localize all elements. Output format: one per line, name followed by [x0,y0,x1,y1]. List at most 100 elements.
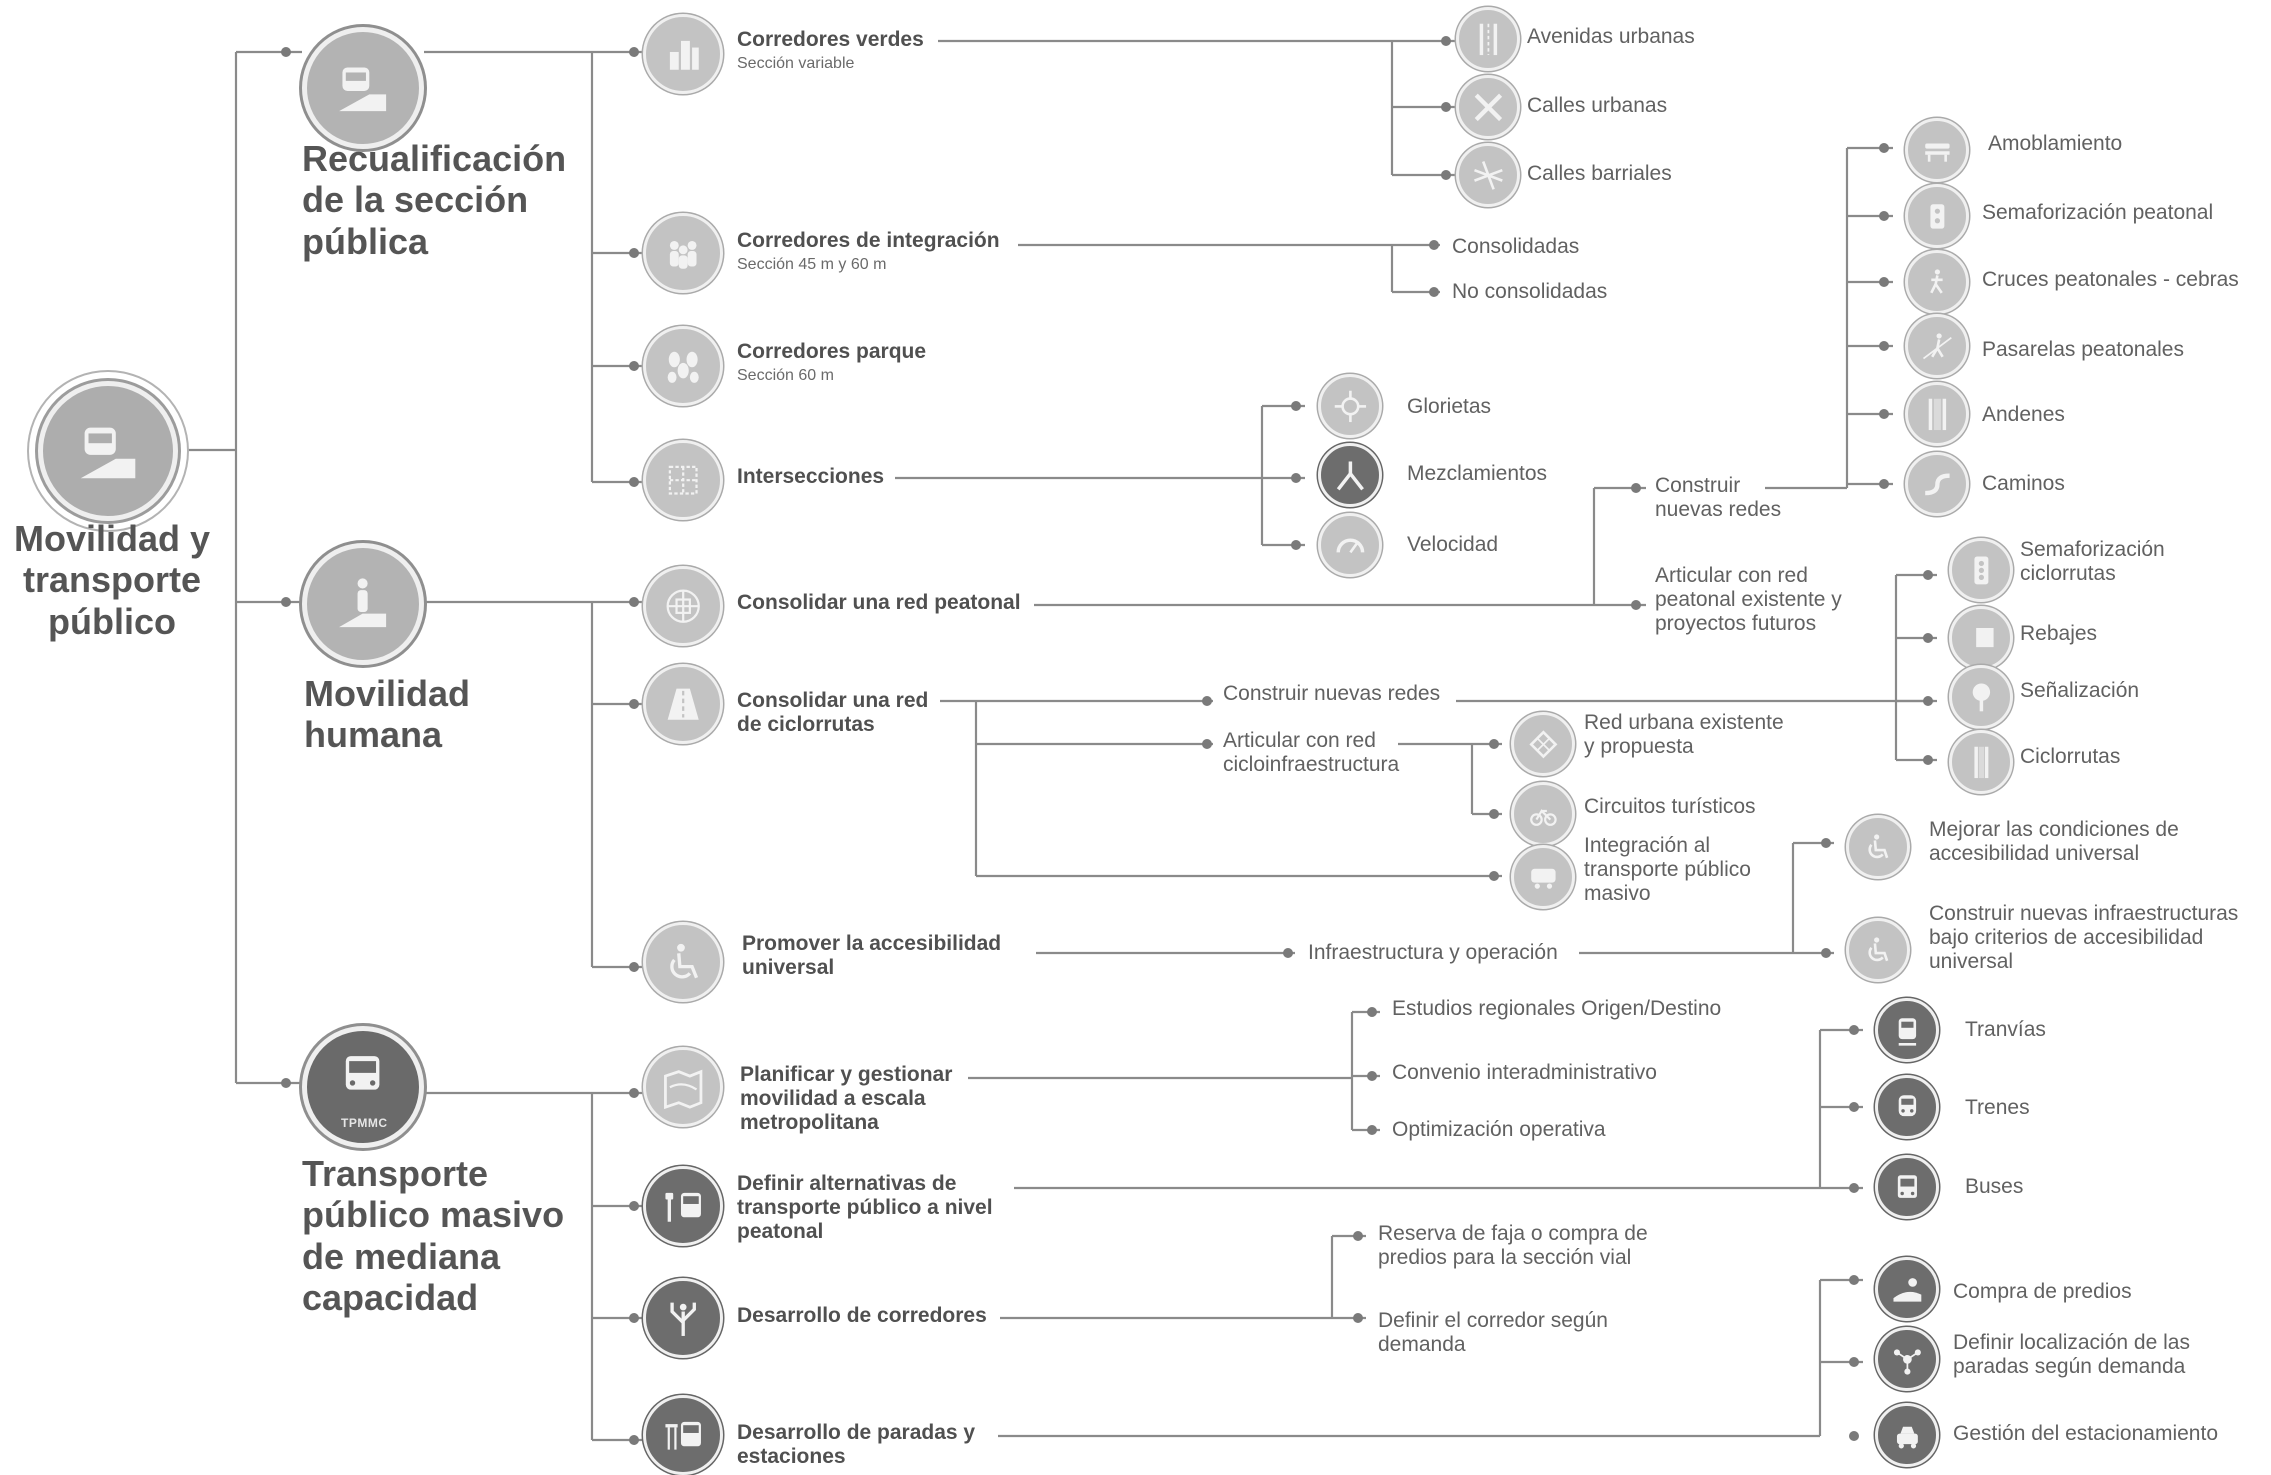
leaf-avenidas-urbanas: Avenidas urbanas [1527,25,1695,48]
bench-icon [1905,118,1969,182]
connector-dot [1631,483,1641,493]
item-corredores-parque: Corredores parque [737,340,927,363]
root-title: Movilidad y transporte público [13,518,211,642]
avenue-lanes-icon [1456,7,1520,71]
buildings-icon [643,14,723,94]
tpmmc-badge: TPMMC [341,1116,388,1130]
connector-dot [1879,479,1889,489]
merging-roads-icon [1318,443,1382,507]
connector-dot [1923,633,1933,643]
connector-dot [1923,755,1933,765]
leaf-caminos: Caminos [1982,472,2065,495]
leaf-amoblamiento: Amoblamiento [1988,132,2123,155]
leaf-andenes: Andenes [1982,403,2065,426]
leaf-consolidadas: Consolidadas [1452,235,1580,258]
connector-dot [281,1078,291,1088]
item-intersecciones: Intersecciones [737,465,885,488]
leaf-definir-corredor: Definir el corredor según demanda [1378,1309,1608,1357]
connector-dot [1849,1025,1859,1035]
leaf-estudios-regionales: Estudios regionales Origen/Destino [1392,997,1722,1020]
branch-title-recualificacion: Recualificación de la sección pública [302,138,567,262]
connector-dot [1429,240,1439,250]
connector-dot [1353,1313,1363,1323]
leaf-optimizacion: Optimización operativa [1392,1118,1606,1141]
connector-dot [629,361,639,371]
leaf-reserva-faja: Reserva de faja o compra de predios para… [1378,1222,1648,1270]
leaf-no-consolidadas: No consolidadas [1452,280,1608,303]
leaf-gestion-estacionamiento: Gestión del estacionamiento [1953,1422,2218,1445]
connector-dot [1489,739,1499,749]
connector-dot [1849,1357,1859,1367]
cycle-path-icon [1949,730,2013,794]
branching-corridor-icon [643,1278,723,1358]
connector-dot [1879,409,1889,419]
path-icon [1905,452,1969,516]
city-map-icon [643,1047,723,1127]
footbridge-icon [1905,314,1969,378]
connector-dot [1849,1431,1859,1441]
leaf-construir-infraestructuras: Construir nuevas infraestructuras bajo c… [1929,902,2239,974]
connector-dot [1283,948,1293,958]
leaf-glorietas: Glorietas [1407,395,1492,418]
crosswalk-icon [1905,250,1969,314]
bus-icon [1875,1155,1939,1219]
neighborhood-streets-icon [1456,143,1520,207]
connector-dot [1291,401,1301,411]
leaf-calles-urbanas: Calles urbanas [1527,94,1668,117]
connector-dot [629,1088,639,1098]
connector-dot [1879,277,1889,287]
connector-dot [1923,696,1933,706]
item-corredores-integracion-sub: Sección 45 m y 60 m [737,256,887,273]
train-icon [1875,1075,1939,1139]
item-alternativas: Definir alternativas de transporte públi… [737,1172,993,1244]
leaf-buses: Buses [1965,1175,2024,1198]
connector-dot [1879,341,1889,351]
connector-dot [629,1201,639,1211]
item-corredores-integracion: Corredores de integración [737,229,1000,252]
bike-signal-icon [1949,538,2013,602]
node-construir-nuevas-redes-peatonal: Construir nuevas redes [1655,474,1782,522]
connector-dot [1202,696,1212,706]
parking-icon [1875,1403,1939,1467]
branch-title-transporte-masivo: Transporte público masivo de mediana cap… [302,1153,565,1319]
leaf-mejorar-accesibilidad: Mejorar las condiciones de accesibilidad… [1929,818,2179,866]
connector-dot [1849,1275,1859,1285]
leaf-senalizacion: Señalización [2020,679,2140,702]
item-paradas: Desarrollo de paradas y estaciones [737,1421,976,1469]
connector-dot [1367,1125,1377,1135]
node-construir-nuevas-redes-ciclo: Construir nuevas redes [1223,682,1441,705]
leaf-mezclamientos: Mezclamientos [1407,462,1548,485]
accessibility-improve-icon [1846,815,1910,879]
signage-icon [1949,665,2013,729]
connector-dot [281,597,291,607]
branch-title-movilidad-humana: Movilidad humana [304,673,471,756]
pedestrian-signal-icon [1905,184,1969,248]
movilidad-humana-pedestrian-icon [302,543,424,665]
bus-stop-icon [643,1166,723,1246]
roundabout-icon [1318,374,1382,438]
connector-dot [629,699,639,709]
connector-dot [1631,600,1641,610]
leaf-red-urbana: Red urbana existente y propuesta [1584,711,1784,759]
connector-dot [1879,211,1889,221]
sidewalk-icon [1905,382,1969,446]
connector-dot [1441,170,1451,180]
connector-dot [1367,1007,1377,1017]
item-corredores: Desarrollo de corredores [737,1304,987,1327]
connector-dot [1367,1071,1377,1081]
connector-dot [1849,1183,1859,1193]
item-red-peatonal: Consolidar una red peatonal [737,591,1021,614]
connector-dot [629,477,639,487]
leaf-semaforizacion-peatonal: Semaforización peatonal [1982,201,2214,224]
leaf-compra-predios: Compra de predios [1953,1280,2132,1303]
wheelchair-icon [643,922,723,1002]
connector-dot [629,597,639,607]
connector-dot [629,1313,639,1323]
item-planificar: Planificar y gestionar movilidad a escal… [740,1063,953,1135]
leaf-rebajes: Rebajes [2020,622,2098,645]
leaf-convenio: Convenio interadministrativo [1392,1061,1657,1084]
leaf-integracion-transporte: Integración al transporte público masivo [1584,834,1751,906]
transporte-masivo-tpmmc-bus-icon: TPMMC [302,1026,424,1148]
leaf-cruces-peatonales: Cruces peatonales - cebras [1982,268,2239,291]
